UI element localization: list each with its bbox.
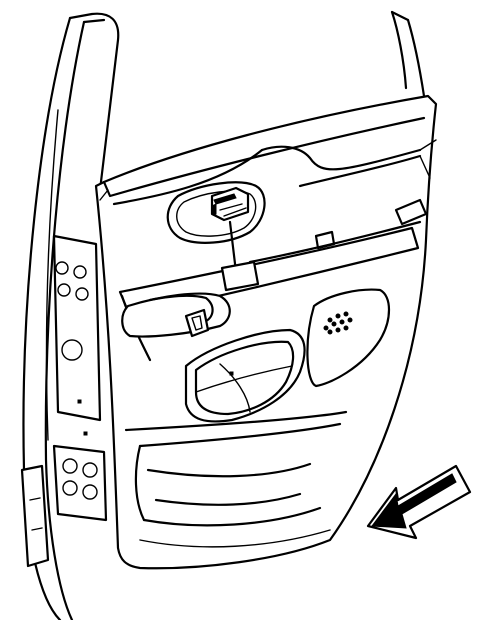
pull-handle xyxy=(121,292,231,338)
lower-trim xyxy=(124,410,348,548)
switch-leader-line xyxy=(228,220,238,274)
speaker-grille xyxy=(306,288,391,388)
hinge-bolt xyxy=(73,265,87,279)
door-frame xyxy=(22,10,426,620)
forward-arrow-icon xyxy=(366,464,472,540)
hinge-bolt xyxy=(62,458,78,474)
hinge-bolt xyxy=(55,261,69,275)
hinge-hole xyxy=(61,339,83,361)
switch-mount-opening xyxy=(220,260,260,292)
hinge-bolt xyxy=(75,287,89,301)
power-window-switch xyxy=(210,186,250,222)
hinge-bolt xyxy=(82,484,98,500)
hinge-bolt xyxy=(57,283,71,297)
hinge-bolt xyxy=(62,480,78,496)
map-pocket xyxy=(184,328,306,423)
hinge-bolt xyxy=(82,462,98,478)
upper-hinge xyxy=(52,234,102,436)
lower-hinge xyxy=(20,444,108,568)
